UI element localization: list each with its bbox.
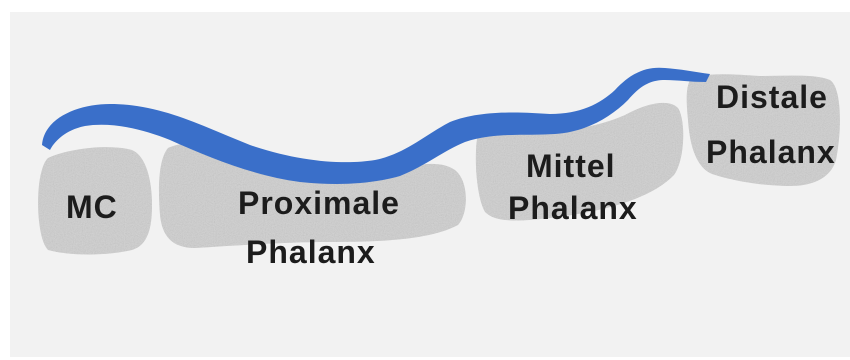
mc-label: MC (66, 189, 118, 225)
mc-bone (38, 147, 152, 255)
mittel-phalanx-label: Phalanx (508, 190, 638, 226)
proximale-phalanx-label: Phalanx (246, 234, 376, 270)
proximale-label: Proximale (238, 185, 400, 221)
tendon-band (42, 67, 710, 184)
distale-phalanx-label: Phalanx (706, 134, 836, 170)
proximal-phalanx-bone (158, 143, 466, 248)
distale-label: Distale (716, 79, 828, 115)
mittel-label: Mittel (526, 148, 616, 184)
distal-phalanx-bone (686, 74, 840, 186)
